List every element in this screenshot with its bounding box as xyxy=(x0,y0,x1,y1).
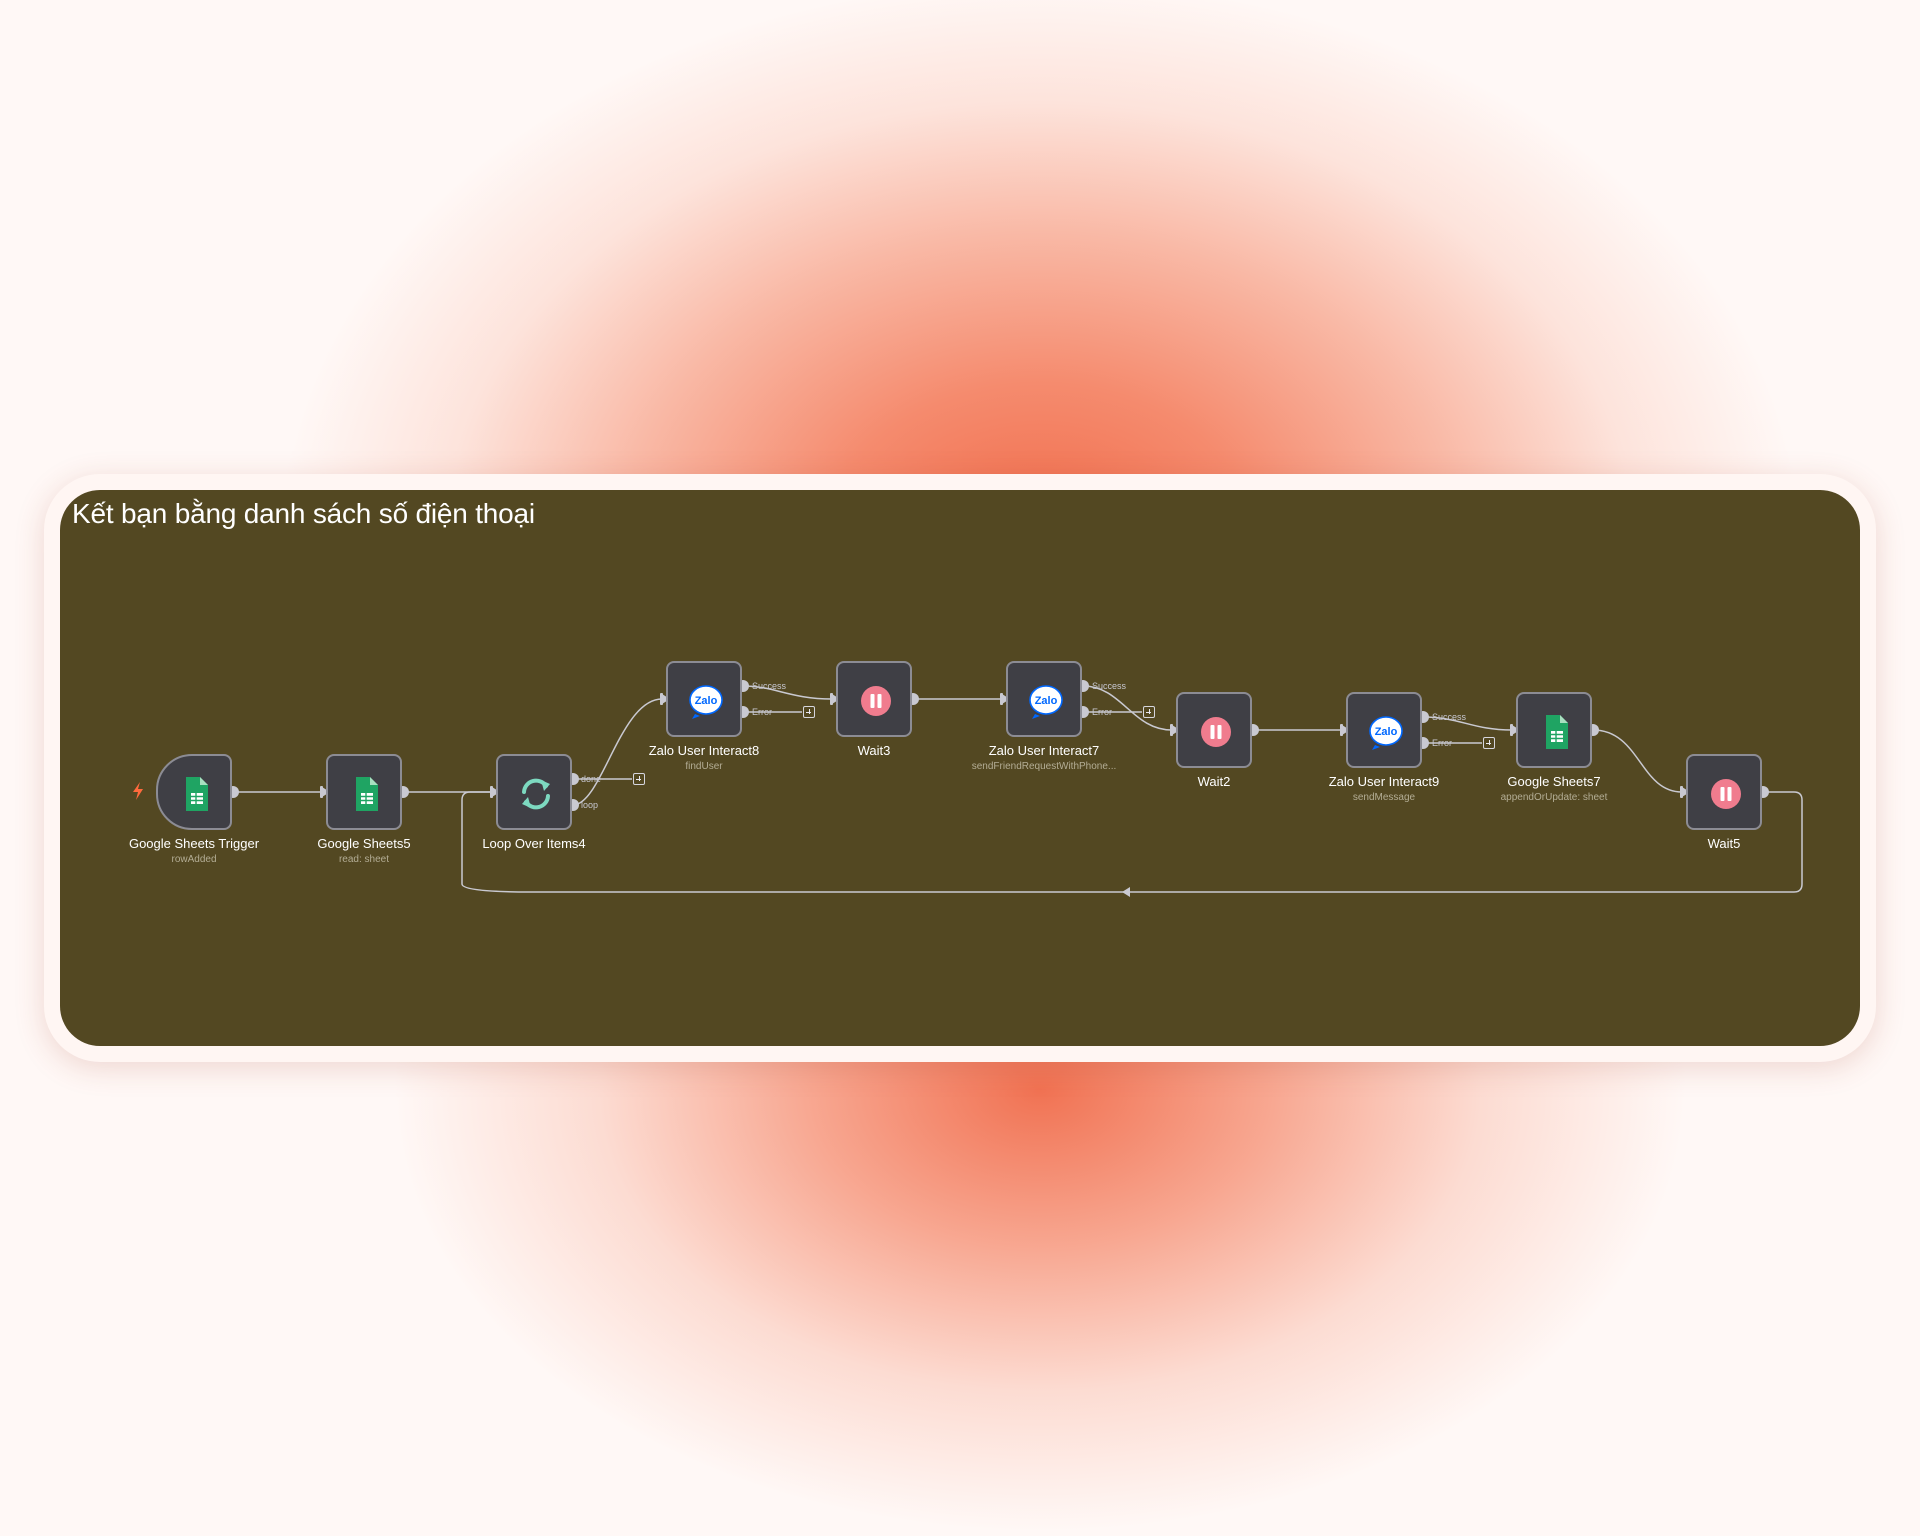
wire-loop-to-zalo8 xyxy=(572,698,663,806)
workflow-canvas[interactable]: Kết bạn bằng danh sách số điện thoại xyxy=(60,490,1860,1046)
node-subtitle: sendFriendRequestWithPhone... xyxy=(971,761,1117,772)
node-subtitle: findUser xyxy=(685,761,723,772)
node-label: Zalo User Interact8 xyxy=(648,743,760,758)
node-zalo-user-interact8[interactable]: Zalo xyxy=(666,661,742,737)
zalo-icon: Zalo xyxy=(686,681,726,721)
node-label: Loop Over Items4 xyxy=(482,836,586,851)
port-label-error: Error xyxy=(1092,707,1112,717)
port-label-error: Error xyxy=(1432,738,1452,748)
google-sheets-icon xyxy=(176,774,216,814)
add-node-button[interactable] xyxy=(633,773,645,785)
node-subtitle: sendMessage xyxy=(1352,792,1416,803)
node-label: Google Sheets7 xyxy=(1507,774,1601,789)
pause-icon xyxy=(856,681,896,721)
node-label: Zalo User Interact7 xyxy=(988,743,1100,758)
pause-icon xyxy=(1196,712,1236,752)
node-zalo-user-interact7[interactable]: Zalo xyxy=(1006,661,1082,737)
trigger-bolt-icon xyxy=(133,782,143,800)
google-sheets-icon xyxy=(1536,712,1576,752)
node-loop-over-items4[interactable] xyxy=(496,754,572,830)
port-label-success: Success xyxy=(1432,712,1467,722)
node-wait5[interactable] xyxy=(1686,754,1762,830)
node-google-sheets7[interactable] xyxy=(1516,692,1592,768)
port-label-done: done xyxy=(581,774,602,784)
pause-icon xyxy=(1706,774,1746,814)
node-label: Google Sheets5 xyxy=(317,836,411,851)
node-wait3[interactable] xyxy=(836,661,912,737)
zalo-icon-text: Zalo xyxy=(1035,695,1058,707)
zalo-icon-text: Zalo xyxy=(695,695,718,707)
node-google-sheets-trigger[interactable] xyxy=(156,754,232,830)
port-label-success: Success xyxy=(752,681,787,691)
port-label-error: Error xyxy=(752,707,772,717)
add-node-button[interactable] xyxy=(803,706,815,718)
node-subtitle: appendOrUpdate: sheet xyxy=(1500,792,1608,803)
node-label: Wait5 xyxy=(1707,836,1741,851)
wire-zalo8-success-to-wait3 xyxy=(742,685,833,700)
wire-zalo7-success-to-wait2 xyxy=(1082,685,1173,731)
workflow-title: Kết bạn bằng danh sách số điện thoại xyxy=(72,498,535,529)
loop-arrows-icon xyxy=(516,774,556,814)
port-label-loop: loop xyxy=(581,800,599,810)
node-label: Wait3 xyxy=(857,743,891,758)
port-label-success: Success xyxy=(1092,681,1127,691)
wire-wait5-loop-back xyxy=(461,791,1803,893)
node-zalo-user-interact9[interactable]: Zalo xyxy=(1346,692,1422,768)
google-sheets-icon xyxy=(346,774,386,814)
node-subtitle: rowAdded xyxy=(171,854,217,865)
zalo-icon: Zalo xyxy=(1366,712,1406,752)
node-wait2[interactable] xyxy=(1176,692,1252,768)
wire-zalo9-success-to-sheets7 xyxy=(1422,716,1513,731)
wire-sheets7-to-wait5 xyxy=(1592,729,1683,793)
zalo-icon-text: Zalo xyxy=(1375,726,1398,738)
zalo-icon: Zalo xyxy=(1026,681,1066,721)
node-google-sheets5[interactable] xyxy=(326,754,402,830)
add-node-button[interactable] xyxy=(1143,706,1155,718)
node-label: Wait2 xyxy=(1197,774,1231,789)
node-subtitle: read: sheet xyxy=(338,854,390,865)
node-label: Google Sheets Trigger xyxy=(128,836,260,851)
add-node-button[interactable] xyxy=(1483,737,1495,749)
node-label: Zalo User Interact9 xyxy=(1328,774,1440,789)
